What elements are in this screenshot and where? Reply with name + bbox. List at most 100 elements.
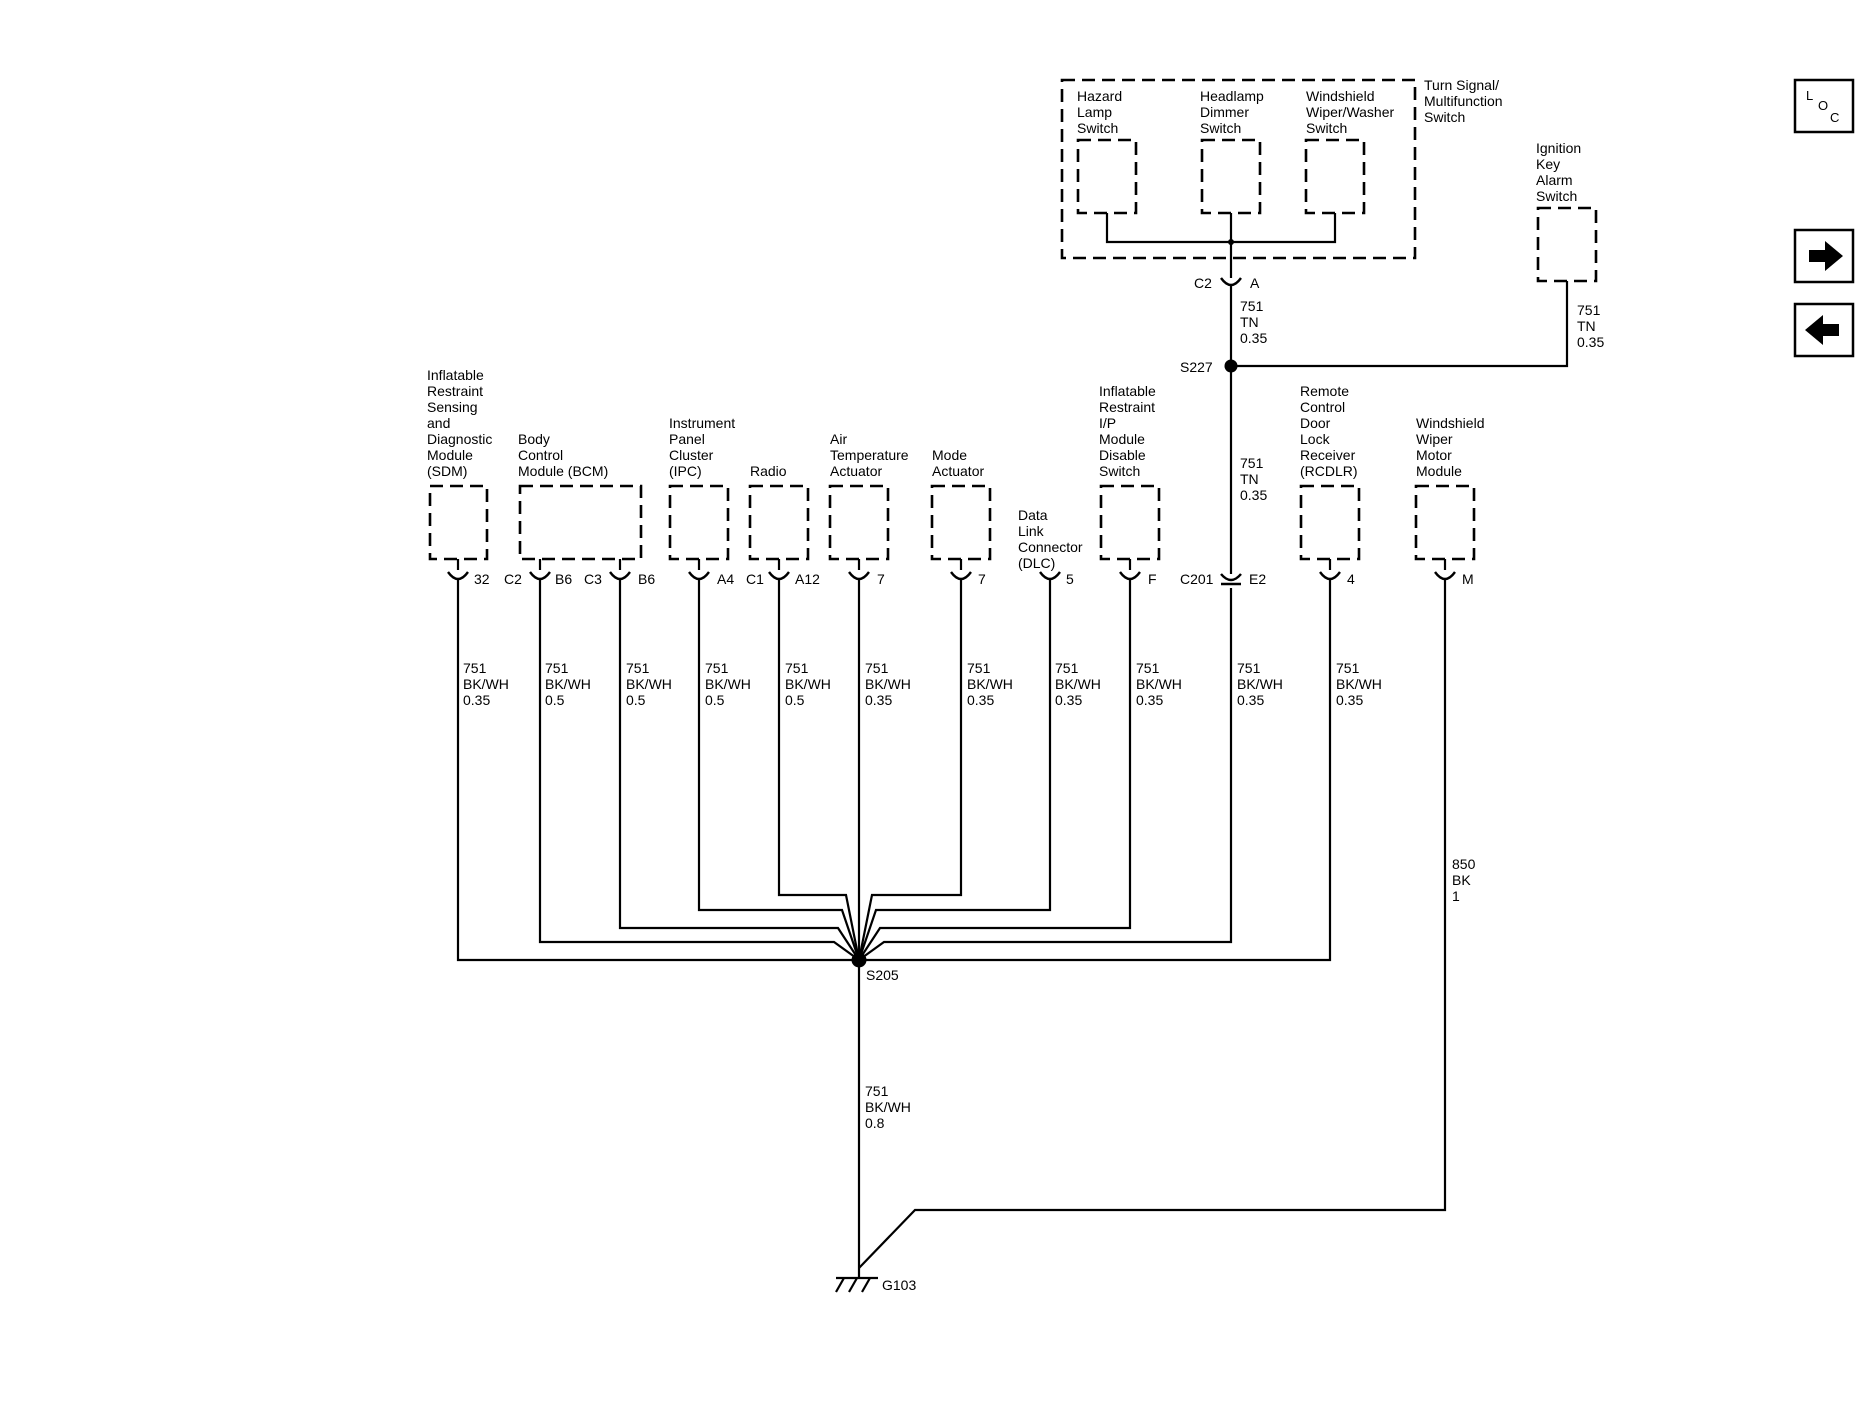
label-line: BK/WH [1336,676,1382,692]
ground-g103: G103 [835,1276,916,1293]
label-line: 0.8 [865,1115,885,1131]
label-line: 751 [865,1083,889,1099]
label-line: 751 [545,660,569,676]
label-line: I/P [1099,415,1116,431]
next-page-button[interactable] [1793,228,1855,284]
pin-bcm-c3: C3 [584,571,602,587]
label-line: Hazard [1077,88,1122,104]
label-line: Radio [750,463,787,479]
label-line: Wiper [1416,431,1453,447]
label-line: 0.35 [463,692,490,708]
label-line: Switch [1424,109,1465,125]
component-boxes [428,484,1476,561]
conn-c2-label: C2 [1194,275,1212,291]
label-line: BK/WH [967,676,1013,692]
loc-c: C [1830,110,1839,125]
label-line: Key [1536,156,1560,172]
label-line: Motor [1416,447,1452,463]
label-line: 751 [785,660,809,676]
label-line: 850 [1452,856,1476,872]
splice-s205-label: S205 [866,967,899,983]
label-line: Windshield [1416,415,1484,431]
label-line: 0.35 [1240,487,1267,503]
pin-radio-c1: C1 [746,571,764,587]
label-line: Temperature [830,447,909,463]
label-line: and [427,415,450,431]
pin-bcm-c2: C2 [504,571,522,587]
label-line: Data [1018,507,1048,523]
label-line: (DLC) [1018,555,1055,571]
pin-radio: A12 [795,571,820,587]
pin-rcdlr: 4 [1347,571,1355,587]
label-line: Sensing [427,399,478,415]
ipc-box [668,484,730,561]
label-line: Switch [1200,120,1241,136]
loc-button[interactable]: L O C [1793,78,1855,134]
pin-c201: C201 [1180,571,1214,587]
pin-air-temp: 7 [877,571,885,587]
label-line: Inflatable [1099,383,1156,399]
mode-box [930,484,992,561]
label-line: 0.35 [1240,330,1267,346]
label-line: Inflatable [427,367,484,383]
label-line: Receiver [1300,447,1356,463]
label-line: BK/WH [865,1099,911,1115]
label-line: Switch [1536,188,1577,204]
rcdlr-box [1299,484,1361,561]
label-line: BK [1452,872,1471,888]
label-line: 0.35 [1336,692,1363,708]
label-line: 0.5 [705,692,725,708]
splice-s227-label: S227 [1180,359,1213,375]
label-line: BK/WH [626,676,672,692]
air-temp-box [828,484,890,561]
label-line: Remote [1300,383,1349,399]
label-line: TN [1240,314,1259,330]
ground-g103-label: G103 [882,1277,916,1293]
label-line: 0.5 [545,692,565,708]
label-line: 751 [1577,302,1601,318]
label-line: 751 [1136,660,1160,676]
label-line: Switch [1099,463,1140,479]
prev-page-button[interactable] [1793,302,1855,358]
radio-box [748,484,810,561]
label-line: Actuator [932,463,984,479]
label-line: Lamp [1077,104,1112,120]
label-line: BK/WH [1136,676,1182,692]
label-line: Control [518,447,563,463]
pin-stubs [456,559,1447,570]
label-line: (SDM) [427,463,467,479]
label-line: Switch [1077,120,1118,136]
pin-ipc: A4 [717,571,734,587]
label-line: 751 [463,660,487,676]
label-line: BK/WH [705,676,751,692]
label-line: 751 [1336,660,1360,676]
label-line: Lock [1300,431,1331,447]
label-line: Windshield [1306,88,1374,104]
pin-bcm-b6-a: B6 [555,571,572,587]
label-line: 751 [626,660,650,676]
right-arrow-icon [1809,241,1843,271]
label-line: Wiper/Washer [1306,104,1395,120]
